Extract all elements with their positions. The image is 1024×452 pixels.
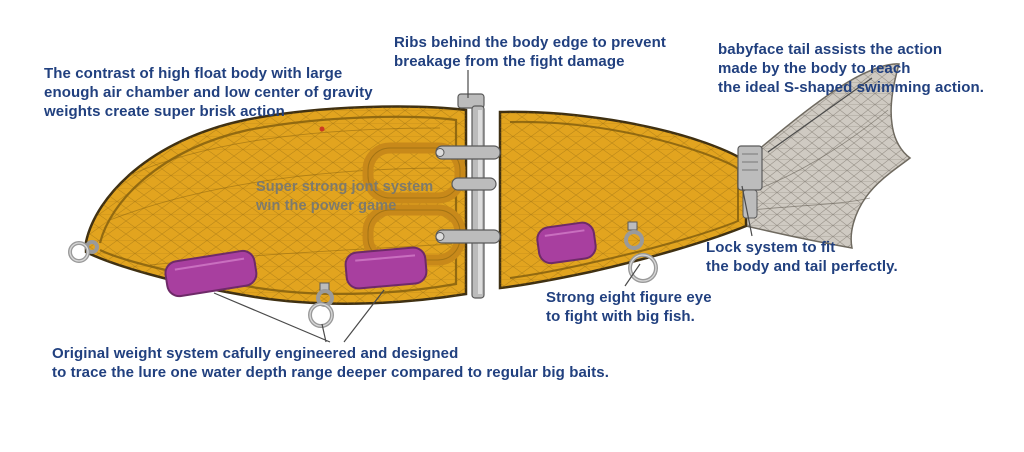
hinge-pin-middle (451, 177, 497, 191)
hinge-pin-upper (435, 145, 501, 160)
belly-eye (308, 282, 334, 328)
leader-lines (213, 70, 873, 343)
annotation-lock-system: Lock system to fit the body and tail per… (706, 239, 898, 275)
eight-figure-eye (624, 221, 658, 283)
hinge-pin-lower (435, 229, 501, 244)
leader-babyface-tail (767, 77, 873, 153)
weight-block-middle (344, 246, 428, 290)
annotation-eight-figure-eye: Strong eight figure eye to fight with bi… (546, 289, 712, 325)
weight-block-rear (536, 221, 597, 265)
joint-hinge (435, 93, 501, 299)
annotation-ribs: Ribs behind the body edge to prevent bre… (394, 34, 666, 70)
leader-weight-system (213, 289, 385, 343)
nose-line-tie (68, 240, 99, 263)
joint-top-screw (457, 93, 485, 109)
wire-eyes (68, 221, 658, 328)
annotation-babyface-tail: babyface tail assists the action made by… (718, 41, 985, 96)
leader-eight-figure-eye (624, 263, 641, 287)
annotation-weight-system: Original weight system cafully engineere… (52, 345, 609, 381)
weight-block-front (164, 249, 258, 298)
annotation-joint-system: Super strong jont system win the power g… (256, 179, 434, 214)
weight-blocks (164, 221, 597, 298)
leader-lock-system (741, 185, 753, 237)
tail-fin (745, 63, 912, 249)
red-marker-dot (319, 126, 325, 132)
annotation-high-float: The contrast of high float body with lar… (44, 65, 373, 120)
